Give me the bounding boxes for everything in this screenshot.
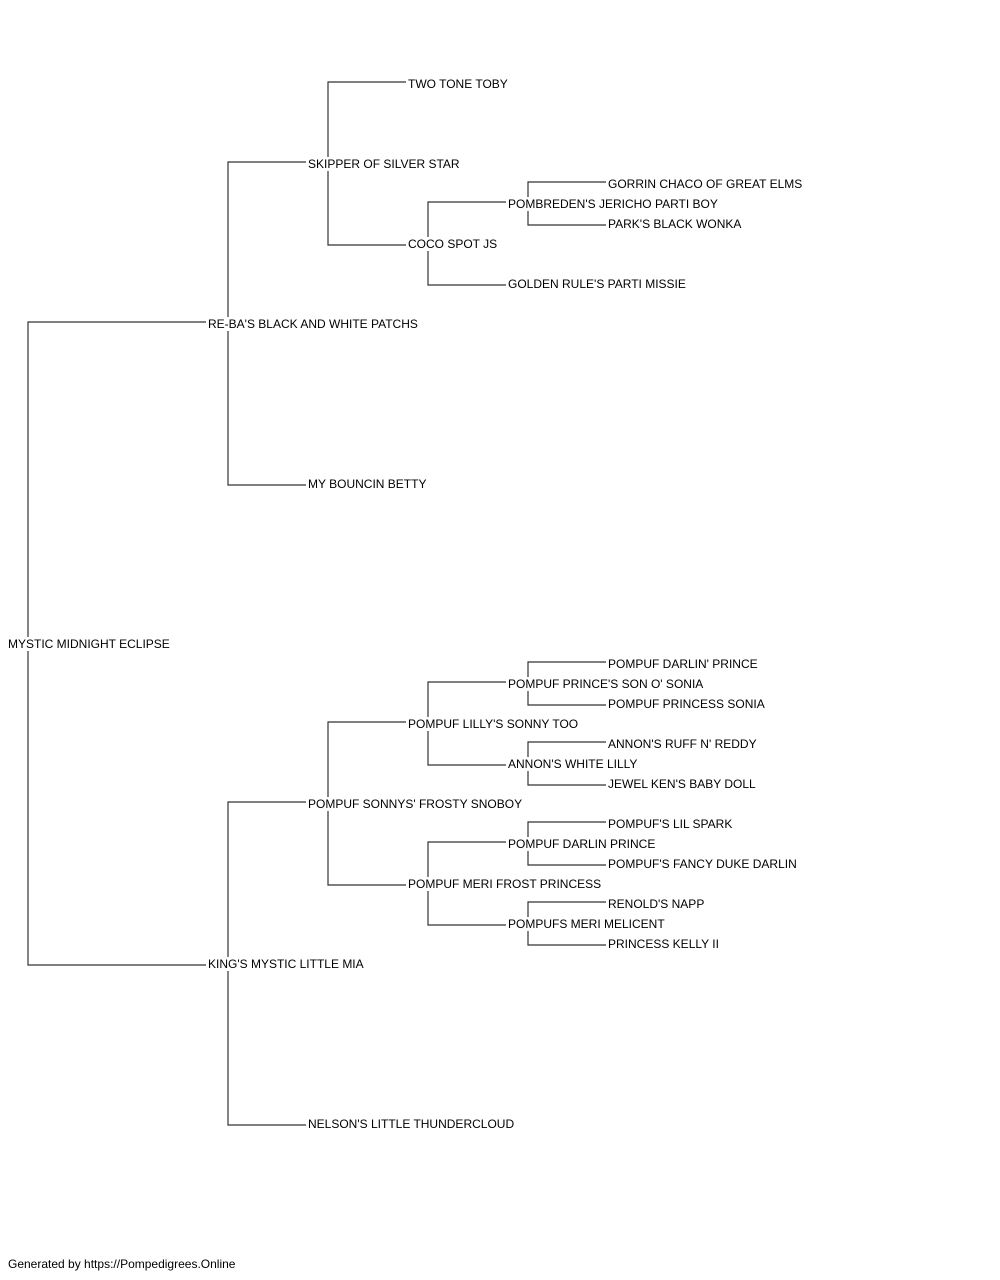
- dam-sire-dam-sire-sire-name: POMPUF'S LIL SPARK: [608, 817, 735, 831]
- dam-sire-sire-dam-sire-name: ANNON'S RUFF N' REDDY: [608, 737, 759, 751]
- sire-sire-dam-sire-sire-name: GORRIN CHACO OF GREAT ELMS: [608, 177, 805, 191]
- dam-sire-dam-sire-name: POMPUF DARLIN PRINCE: [508, 837, 658, 851]
- sire-sire-dam-name: COCO SPOT JS: [408, 237, 500, 251]
- dam-sire-dam-name: POMPUF MERI FROST PRINCESS: [408, 877, 604, 891]
- sire-sire-name: SKIPPER OF SILVER STAR: [308, 157, 462, 171]
- sire-sire-dam-sire-name: POMBREDEN'S JERICHO PARTI BOY: [508, 197, 720, 211]
- dam-sire-sire-sire-name: POMPUF PRINCE'S SON O' SONIA: [508, 677, 706, 691]
- dam-sire-name: POMPUF SONNYS' FROSTY SNOBOY: [308, 797, 525, 811]
- dam-sire-dam-dam-name: POMPUFS MERI MELICENT: [508, 917, 667, 931]
- dam-sire-sire-dam-name: ANNON'S WHITE LILLY: [508, 757, 640, 771]
- dam-sire-dam-dam-sire-name: RENOLD'S NAPP: [608, 897, 707, 911]
- dam-name: KING'S MYSTIC LITTLE MIA: [208, 957, 366, 971]
- sire-sire-sire-name: TWO TONE TOBY: [408, 77, 510, 91]
- dam-sire-sire-dam-dam-name: JEWEL KEN'S BABY DOLL: [608, 777, 758, 791]
- dam-sire-sire-sire-dam-name: POMPUF PRINCESS SONIA: [608, 697, 767, 711]
- dam-dam-name: NELSON'S LITTLE THUNDERCLOUD: [308, 1117, 517, 1131]
- sire-sire-dam-sire-dam-name: PARK'S BLACK WONKA: [608, 217, 744, 231]
- dam-sire-dam-sire-dam-name: POMPUF'S FANCY DUKE DARLIN: [608, 857, 799, 871]
- sire-dam-name: MY BOUNCIN BETTY: [308, 477, 429, 491]
- sire-sire-dam-dam-name: GOLDEN RULE'S PARTI MISSIE: [508, 277, 688, 291]
- sire-name: RE-BA'S BLACK AND WHITE PATCHS: [208, 317, 420, 331]
- dam-sire-dam-dam-dam-name: PRINCESS KELLY II: [608, 937, 721, 951]
- dam-sire-sire-name: POMPUF LILLY'S SONNY TOO: [408, 717, 581, 731]
- dam-sire-sire-sire-sire-name: POMPUF DARLIN' PRINCE: [608, 657, 760, 671]
- subject-name: MYSTIC MIDNIGHT ECLIPSE: [8, 637, 172, 651]
- generated-by-footer: Generated by https://Pompedigrees.Online: [8, 1257, 236, 1271]
